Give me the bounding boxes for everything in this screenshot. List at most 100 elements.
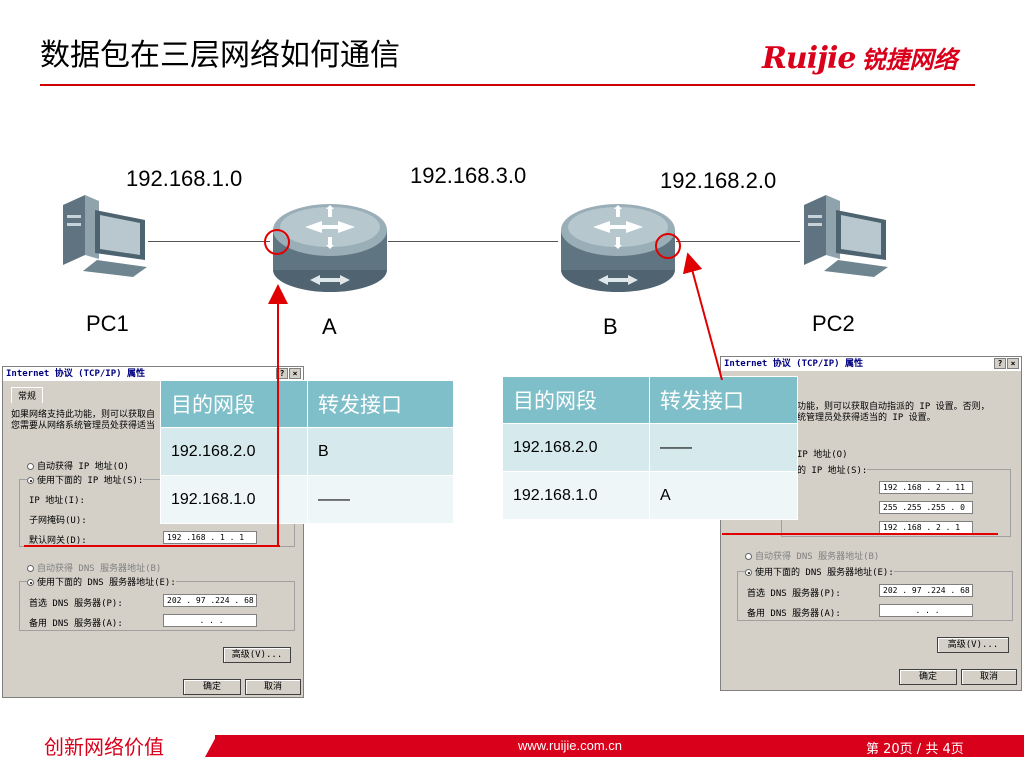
table-cell: B [307, 427, 454, 476]
manual-ip-label: 的 IP 地址(S): [797, 463, 868, 476]
table-header-row: 目的网段 转发接口 [160, 380, 454, 428]
logo-text-en: Ruijie [762, 41, 856, 76]
dialog-title-bar: Internet 协议 (TCP/IP) 属性 ? × [721, 357, 1021, 371]
table-header-destination: 目的网段 [160, 380, 308, 428]
radio-icon [27, 565, 34, 572]
alternate-dns-label: 备用 DNS 服务器(A): [747, 609, 841, 619]
auto-dns-radio[interactable]: 自动获得 DNS 服务器地址(B) [745, 549, 879, 562]
table-row: 192.168.1.0 A [502, 471, 798, 520]
default-gateway-label: 默认网关(D): [29, 536, 87, 546]
advanced-button[interactable]: 高级(V)... [223, 647, 291, 663]
tcpip-properties-dialog-left: Internet 协议 (TCP/IP) 属性 ? × 常规 如果网络支持此功能… [2, 366, 304, 698]
table-cell: A [649, 471, 798, 520]
network-label-middle: 192.168.3.0 [410, 163, 527, 188]
preferred-dns-input[interactable]: 202 . 97 .224 . 68 [879, 584, 973, 597]
radio-selected-icon [27, 579, 34, 586]
link-b-pc2 [676, 241, 800, 242]
ip-address-label: IP 地址(I): [29, 496, 85, 506]
dialog-title: Internet 协议 (TCP/IP) 属性 [724, 359, 863, 369]
table-header-destination: 目的网段 [502, 376, 650, 424]
table-row: 192.168.2.0 B [160, 427, 454, 476]
table-cell: —— [307, 475, 454, 524]
dialog-description-1: 如果网络支持此功能，则可以获取自 [11, 410, 156, 420]
auto-dns-label: 自动获得 DNS 服务器地址(B) [37, 564, 162, 574]
network-label-right: 192.168.2.0 [660, 168, 777, 193]
table-cell: —— [649, 423, 798, 472]
title-divider [40, 84, 975, 86]
network-label-left: 192.168.1.0 [126, 166, 243, 191]
slide-title: 数据包在三层网络如何通信 [40, 38, 400, 73]
subnet-mask-input[interactable]: 255 .255 .255 . 0 [879, 501, 973, 514]
alternate-dns-label: 备用 DNS 服务器(A): [29, 619, 123, 629]
default-gateway-input[interactable]: 192 .168 . 1 . 1 [163, 531, 257, 544]
alternate-dns-input[interactable]: . . . [163, 614, 257, 627]
manual-dns-radio[interactable]: 使用下面的 DNS 服务器地址(E): [27, 575, 176, 588]
pc1-label: PC1 [86, 311, 129, 336]
table-cell: 192.168.1.0 [502, 471, 650, 520]
arrow-gateway-to-router-b [682, 252, 723, 381]
manual-dns-radio[interactable]: 使用下面的 DNS 服务器地址(E): [745, 565, 894, 578]
footer-bar-slant [205, 735, 217, 757]
gateway-highlight-underline [24, 545, 280, 547]
radio-icon [745, 553, 752, 560]
dialog-description-2: 您需要从网络系统管理员处获得适当 [11, 421, 156, 431]
preferred-dns-label: 首选 DNS 服务器(P): [29, 599, 123, 609]
preferred-dns-label: 首选 DNS 服务器(P): [747, 589, 841, 599]
help-button[interactable]: ? [994, 358, 1006, 369]
help-button[interactable]: ? [276, 368, 288, 379]
routing-table-b: 目的网段 转发接口 192.168.2.0 —— 192.168.1.0 A [502, 376, 798, 520]
close-button[interactable]: × [1007, 358, 1019, 369]
auto-dns-label: 自动获得 DNS 服务器地址(B) [755, 552, 880, 562]
logo-text-cn: 锐捷网络 [861, 46, 958, 74]
radio-selected-icon [27, 477, 34, 484]
router-b-label: B [603, 314, 618, 339]
footer-bar [215, 735, 1024, 757]
ok-button[interactable]: 确定 [899, 669, 957, 685]
alternate-dns-input[interactable]: . . . [879, 604, 973, 617]
gateway-highlight-underline-right [722, 533, 998, 535]
dialog-title-bar: Internet 协议 (TCP/IP) 属性 ? × [3, 367, 303, 381]
table-row: 192.168.1.0 —— [160, 475, 454, 524]
routing-table-a: 目的网段 转发接口 192.168.2.0 B 192.168.1.0 —— [160, 380, 454, 524]
table-cell: 192.168.1.0 [160, 475, 308, 524]
dialog-title: Internet 协议 (TCP/IP) 属性 [6, 369, 145, 379]
radio-icon [27, 463, 34, 470]
footer-url[interactable]: www.ruijie.com.cn [518, 738, 623, 753]
auto-ip-radio[interactable]: 自动获得 IP 地址(O) [27, 459, 129, 472]
router-b-port-marker [655, 233, 681, 259]
auto-ip-label: 自动获得 IP 地址(O) [37, 462, 129, 472]
manual-ip-radio[interactable]: 使用下面的 IP 地址(S): [27, 473, 144, 486]
cancel-button[interactable]: 取消 [245, 679, 301, 695]
link-a-b [388, 241, 558, 242]
table-header-row: 目的网段 转发接口 [502, 376, 798, 424]
auto-ip-label: IP 地址(O) [797, 450, 848, 460]
pc2-label: PC2 [812, 311, 855, 336]
auto-dns-radio[interactable]: 自动获得 DNS 服务器地址(B) [27, 561, 161, 574]
router-a-label: A [322, 314, 337, 339]
table-header-interface: 转发接口 [649, 376, 798, 424]
dialog-description-2: 统管理员处获得适当的 IP 设置。 [797, 413, 936, 423]
table-row: 192.168.2.0 —— [502, 423, 798, 472]
radio-selected-icon [745, 569, 752, 576]
table-header-interface: 转发接口 [307, 380, 454, 428]
footer-page-number: 第 20页 / 共 4页 [866, 742, 964, 757]
manual-dns-label: 使用下面的 DNS 服务器地址(E): [37, 578, 176, 588]
dialog-description-1: 功能，则可以获取自动指派的 IP 设置。否则， [797, 402, 990, 412]
table-cell: 192.168.2.0 [160, 427, 308, 476]
link-pc1-a [148, 241, 270, 242]
tab-general[interactable]: 常规 [11, 387, 44, 403]
router-a-port-marker [264, 229, 290, 255]
pc1-computer-icon [63, 195, 147, 277]
advanced-button[interactable]: 高级(V)... [937, 637, 1009, 653]
preferred-dns-input[interactable]: 202 . 97 .224 . 68 [163, 594, 257, 607]
table-cell: 192.168.2.0 [502, 423, 650, 472]
manual-ip-label: 使用下面的 IP 地址(S): [37, 476, 144, 486]
router-a-icon [273, 204, 387, 292]
ok-button[interactable]: 确定 [183, 679, 241, 695]
pc2-computer-icon [804, 195, 888, 277]
ip-address-input[interactable]: 192 .168 . 2 . 11 [879, 481, 973, 494]
ruijie-logo: Ruijie 锐捷网络 [762, 40, 957, 76]
close-button[interactable]: × [289, 368, 301, 379]
footer-slogan: 创新网络价值 [44, 735, 164, 759]
cancel-button[interactable]: 取消 [961, 669, 1017, 685]
